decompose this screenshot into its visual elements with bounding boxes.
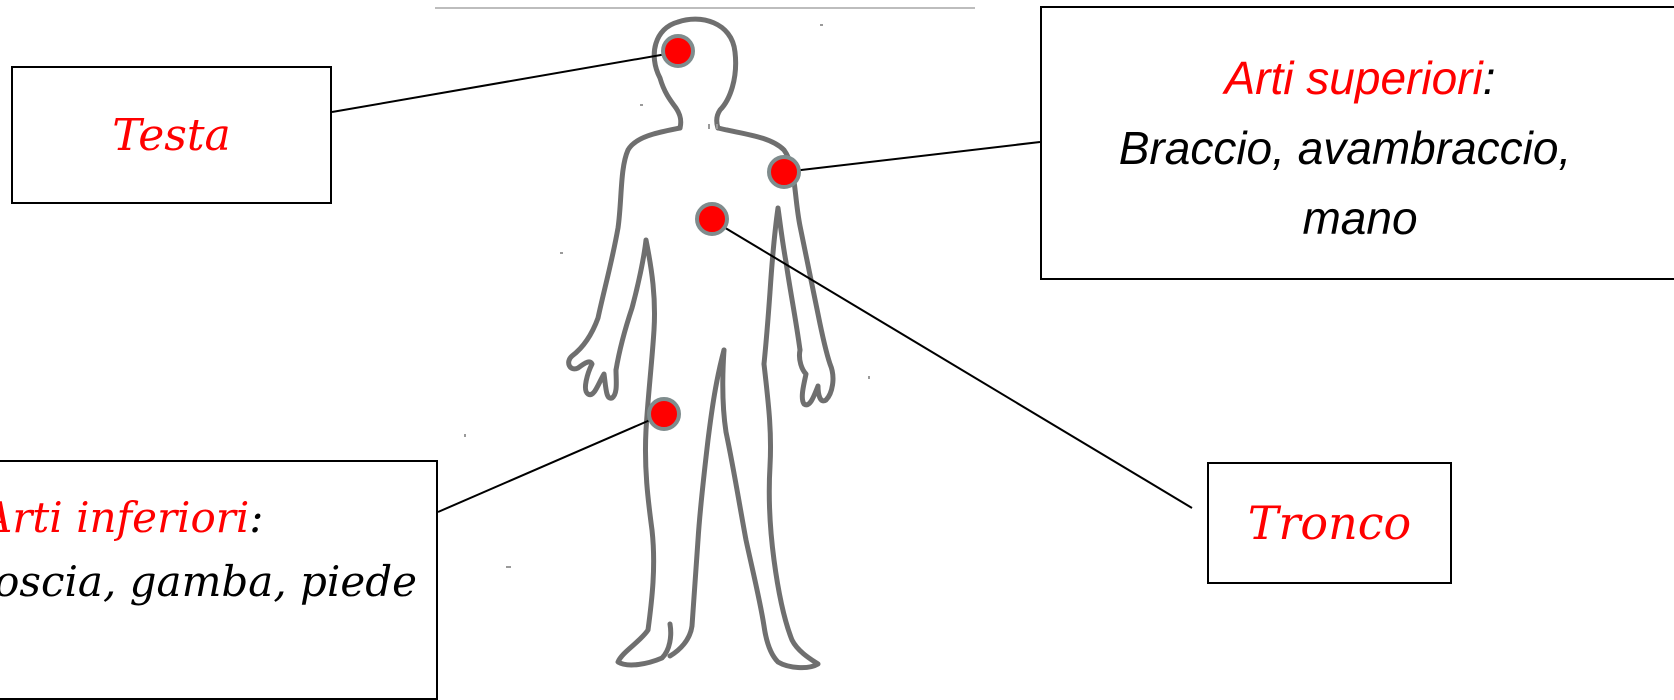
- label-testa-text: Testa: [112, 110, 230, 161]
- marker-arti-superiori: [769, 157, 799, 187]
- specks: [464, 24, 870, 568]
- label-tronco: Tronco: [1207, 462, 1452, 584]
- label-arti-superiori-title: Arti superiori: [1225, 52, 1483, 104]
- label-arti-superiori: Arti superiori: Braccio, avambraccio, ma…: [1040, 6, 1674, 280]
- connector-testa: [332, 52, 678, 112]
- label-arti-inferiori: Arti inferiori: Coscia, gamba, piede: [0, 460, 438, 700]
- marker-arti-inferiori: [649, 399, 679, 429]
- marker-tronco: [697, 204, 727, 234]
- label-arti-superiori-parts: Braccio, avambraccio,: [1040, 113, 1674, 183]
- label-arti-inferiori-title: Arti inferiori: [0, 493, 249, 542]
- label-arti-inferiori-parts: Coscia, gamba, piede: [0, 550, 436, 614]
- marker-testa: [663, 36, 693, 66]
- human-body-outline: [569, 19, 833, 668]
- connector-arti-inferiori: [438, 414, 664, 512]
- label-arti-inferiori-colon: :: [249, 493, 263, 542]
- label-arti-superiori-colon: :: [1483, 52, 1496, 104]
- label-testa: Testa: [11, 66, 332, 204]
- label-arti-superiori-parts-line2: mano: [1042, 183, 1674, 253]
- connector-arti-superiori: [784, 142, 1040, 172]
- label-tronco-text: Tronco: [1248, 496, 1411, 550]
